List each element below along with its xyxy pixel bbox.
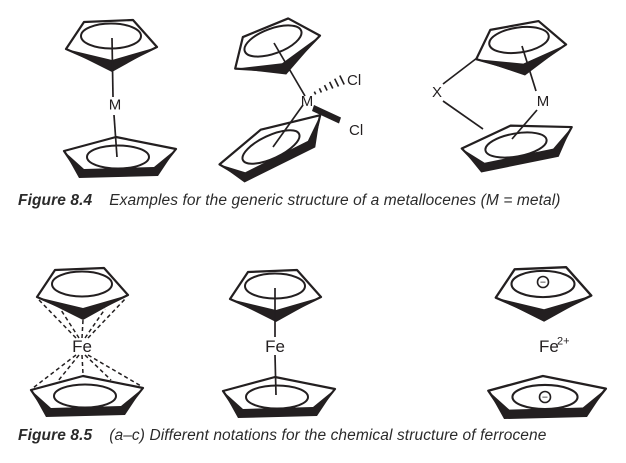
cp-ring-bottom — [62, 135, 178, 180]
metal-label: M — [109, 97, 122, 114]
figure-8-5-caption: Figure 8.5 (a–c) Different notations for… — [18, 427, 546, 445]
ferrocene-sigma-structure: Fe — [221, 268, 337, 420]
iron-cation-label: Fe — [539, 337, 559, 356]
bridge-bond — [442, 57, 478, 85]
minus-charge-icon: − — [538, 390, 552, 404]
cp-ring-bottom — [29, 374, 145, 419]
bridge-bond — [442, 100, 484, 130]
figure-caption-text: (a–c) Different notations for the chemic… — [109, 427, 547, 444]
figure-label: Figure 8.4 — [18, 192, 93, 209]
figure-label: Figure 8.5 — [18, 427, 93, 444]
metal-label: M — [301, 93, 314, 110]
chloride-label: Cl — [349, 122, 363, 139]
cp-ring-top — [471, 16, 571, 84]
iron-label: Fe — [72, 337, 92, 356]
minus-charge-icon: − — [536, 275, 550, 289]
metal-ring-bond — [111, 37, 114, 98]
metal-label: M — [537, 93, 550, 110]
metallocene-parallel-structure: M — [62, 18, 178, 180]
ferrocene-ionic-structure: − − Fe 2+ — [487, 266, 608, 421]
ring-charge-label: − — [540, 277, 546, 289]
metal-ring-bond — [113, 114, 118, 158]
cp-ring-bottom — [212, 103, 334, 185]
cation-charge-superscript: 2+ — [557, 336, 570, 348]
metal-ring-bond — [274, 354, 277, 396]
hashed-wedge-bond — [313, 75, 345, 95]
ferrocene-hapto-structure: Fe — [29, 266, 145, 419]
bold-wedge-bond — [312, 105, 341, 124]
metal-ring-bond — [272, 104, 304, 148]
ansa-metallocene-structure: X M — [432, 16, 578, 177]
metal-ring-bond — [511, 109, 538, 140]
iron-label: Fe — [265, 337, 285, 356]
bridge-label: X — [432, 84, 442, 101]
metal-ring-bond — [521, 45, 537, 92]
cp-ring-top — [224, 9, 330, 92]
chloride-label: Cl — [347, 72, 361, 89]
figure-8-4-caption: Figure 8.4 Examples for the generic stru… — [18, 192, 561, 210]
cp-ring-top — [494, 266, 593, 323]
figure-caption-text: Examples for the generic structure of a … — [109, 192, 561, 209]
metal-ring-bond — [273, 42, 306, 97]
metallocene-dichloride-structure: M Cl Cl — [212, 9, 363, 185]
dashed-hapto-bonds — [32, 297, 142, 389]
cp-ring-bottom — [221, 375, 337, 420]
ring-charge-label: − — [542, 392, 548, 404]
